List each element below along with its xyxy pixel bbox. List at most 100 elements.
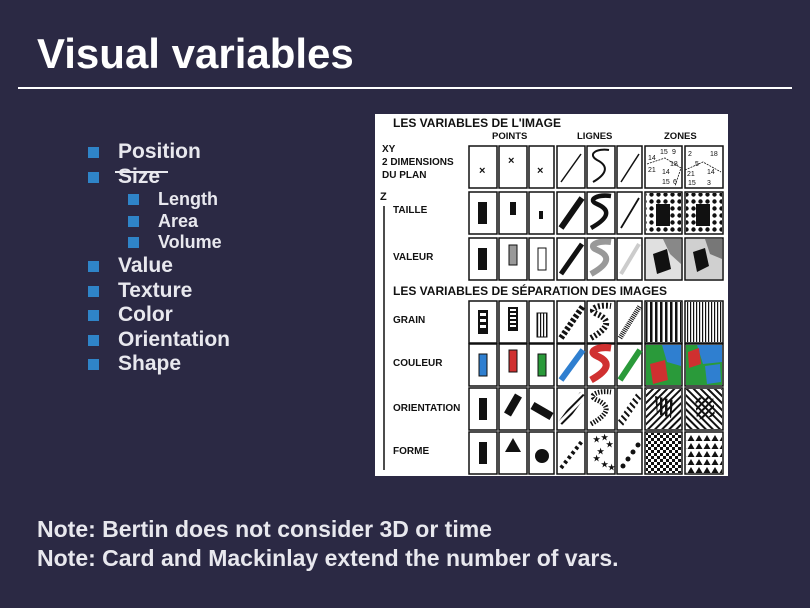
shape-zone-triangles [686,433,722,473]
svg-text:21: 21 [687,171,695,178]
row-couleur: COULEUR [393,358,443,369]
svg-text:15: 15 [662,179,670,186]
color-zone-blue [705,364,721,384]
color-zone-blue [697,345,722,364]
xy-row-glyphs: × × × 14 15 9 18 21 14 15 6 2 18 5 21 14… [479,148,722,187]
forme-row-glyphs: ★★★ ★★★★ [479,433,722,473]
value-bar-dark [478,248,487,270]
orient-line [558,391,586,427]
bullet-square-icon [88,310,99,322]
orientation-row-glyphs [479,389,722,429]
color-curve-red [589,344,612,384]
orient-zone-patch [655,396,673,418]
row-taille: TAILLE [393,205,428,216]
orient-bar-diagonal [504,393,522,417]
shape-line-squares [559,438,585,470]
sub-bullet-area: Area [88,211,230,233]
slide-title: Visual variables [37,30,354,77]
curve-mark-icon [591,148,610,183]
value-bar-grey [508,244,518,266]
bertin-variables-figure: LES VARIABLES DE L'IMAGE POINTS LIGNES Z… [375,114,728,476]
color-zone-blue [662,345,681,366]
row-valeur: VALEUR [393,252,434,263]
svg-text:21: 21 [648,167,656,174]
notes: Note: Bertin does not consider 3D or tim… [37,515,619,573]
shape-circle [535,449,549,463]
svg-text:3: 3 [707,180,711,187]
svg-text:2: 2 [688,151,692,158]
note-bertin: Note: Bertin does not consider 3D or tim… [37,516,492,542]
bullet-position: Position [88,140,230,165]
bullet-texture: Texture [88,279,230,304]
note-card-mackinlay: Note: Card and Mackinlay extend the numb… [37,545,619,571]
svg-text:18: 18 [670,161,678,168]
bullet-value: Value [88,254,230,279]
color-bar-green [537,353,547,377]
bullet-size: Size [88,165,230,190]
color-zone-red [650,360,668,384]
taille-row-glyphs [478,193,722,233]
shape-stars-curve: ★★★ ★★★★ [593,433,616,472]
col-zones: ZONES [664,131,697,142]
svg-text:★: ★ [601,460,609,469]
bullet-square-icon [128,215,139,227]
col-lignes: LIGNES [577,131,612,142]
grain-zone-coarse [646,302,681,342]
bullet-square-icon [88,285,99,297]
svg-text:14: 14 [707,169,715,176]
value-zone-dark [693,248,709,272]
orient-zone-patch [695,396,715,420]
svg-text:★: ★ [608,463,616,472]
value-zone-dark [653,249,671,274]
color-line-green [617,348,643,382]
color-bar-red [508,349,518,373]
line-mark-icon [620,153,640,183]
size-bar-small [539,211,543,219]
svg-text:★: ★ [601,433,609,442]
svg-text:14: 14 [662,169,670,176]
bullet-square-icon [128,237,139,249]
shape-zone-checker [646,433,681,473]
figure-heading-separation: LES VARIABLES DE SÉPARATION DES IMAGES [393,283,667,298]
cell-grid [468,145,724,475]
figure-heading-image: LES VARIABLES DE L'IMAGE [393,116,561,130]
row-forme: FORME [393,446,429,457]
grain-line-coarse [558,304,586,340]
shape-rectangle [479,442,487,464]
label-xy-3: DU PLAN [382,170,426,181]
bullet-list: Position Size Length Area Volume Value T… [88,140,230,377]
orient-bar-horizontal [530,402,554,420]
svg-text:6: 6 [673,179,677,186]
bullet-orientation: Orientation [88,328,230,353]
value-bar-white [537,247,547,271]
label-z: Z [380,191,387,203]
bullet-square-icon [88,359,99,371]
value-line-light [619,242,641,276]
row-orientation: ORIENTATION [393,403,460,414]
bullet-square-icon [88,171,99,183]
strikethrough-text: Size [114,164,169,188]
svg-text:9: 9 [672,149,676,156]
thin-line-icon [620,197,640,229]
label-xy-2: 2 DIMENSIONS [382,157,454,168]
point-mark-icon: × [508,155,514,167]
zone-blob [656,204,670,226]
value-zone-grey [705,239,722,259]
point-mark-icon: × [537,165,543,177]
value-zone-grey [663,239,681,264]
title-divider [18,87,792,89]
zone-numbers-b: 2 18 5 21 14 15 3 [687,151,718,187]
sub-bullet-volume: Volume [88,232,230,254]
sub-bullet-length: Length [88,189,230,211]
thick-curve-icon [589,193,612,230]
bullet-shape: Shape [88,352,230,377]
point-mark-icon: × [479,165,485,177]
svg-text:★: ★ [597,447,605,456]
color-line-blue [558,348,586,382]
orient-curve [589,389,612,427]
thick-line-icon [558,196,585,230]
bullet-square-icon [88,260,99,272]
zone-blob [696,204,710,226]
couleur-row-glyphs [478,344,722,385]
bullet-square-icon [88,147,99,158]
